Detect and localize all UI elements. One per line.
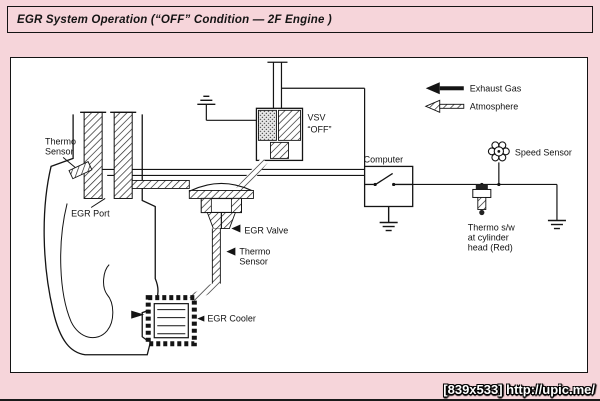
vsv-label-line2: “OFF” (308, 124, 332, 134)
ground-symbol-computer (379, 206, 398, 232)
scan-edge (0, 399, 600, 401)
diagram-panel: Exhaust Gas Atmosphere (10, 57, 588, 373)
egr-valve-text: EGR Valve (244, 226, 288, 236)
thermo-sensor-head-line2: Sensor (45, 146, 74, 156)
atmosphere-arrow-icon (424, 99, 465, 114)
title-bar: EGR System Operation (“OFF” Condition — … (7, 6, 593, 33)
vsv-label-line1: VSV (308, 112, 326, 122)
egr-cooler-arrow-icon (197, 315, 205, 322)
thermo-switch-line3: head (Red) (468, 243, 513, 253)
thermo-sensor-valve-line2: Sensor (239, 257, 268, 267)
watermark: [839x533] http://upic.me/ (443, 382, 595, 397)
thermo-sensor-head-label: Thermo Sensor (45, 136, 76, 168)
egr-port-label: EGR Port (71, 198, 110, 219)
ground-symbol-vsv (197, 95, 216, 106)
vsv-assembly: VSV “OFF” (236, 107, 332, 194)
thermo-switch-line2: at cylinder (468, 233, 509, 243)
thermo-sensor-valve-line1: Thermo (239, 247, 270, 257)
egr-cooler: EGR Cooler (145, 295, 256, 347)
egr-valve-arrow-icon (231, 224, 241, 233)
thermo-sensor-head-line1: Thermo (45, 136, 76, 146)
ground-symbol-right (547, 219, 566, 230)
exhaust-flow-arrow-icon (131, 310, 145, 319)
thermo-sensor-valve-label: Thermo Sensor (226, 247, 270, 267)
page-title: EGR System Operation (“OFF” Condition — … (17, 13, 332, 26)
egr-diagram: Exhaust Gas Atmosphere (43, 61, 572, 356)
exhaust-gas-arrow-icon (425, 82, 464, 95)
computer-text: Computer (364, 154, 404, 164)
computer-unit: Computer (364, 154, 414, 208)
thermo-switch-line1: Thermo s/w (468, 223, 516, 233)
egr-valve-assembly (185, 182, 254, 305)
thermo-sensor-valve-arrow-icon (226, 247, 236, 256)
legend-atmosphere-label: Atmosphere (470, 101, 519, 111)
speed-sensor-text: Speed Sensor (515, 147, 572, 157)
thermo-switch: Thermo s/w at cylinder head (Red) (468, 184, 516, 253)
speed-sensor: Speed Sensor (487, 141, 572, 162)
egr-port-text: EGR Port (71, 209, 110, 219)
legend-exhaust-label: Exhaust Gas (470, 83, 522, 93)
egr-valve-label: EGR Valve (231, 224, 288, 236)
egr-cooler-text: EGR Cooler (207, 314, 256, 324)
legend: Exhaust Gas Atmosphere (424, 82, 522, 114)
egr-pipe (131, 179, 190, 189)
thermo-sensor-head-part (68, 161, 93, 180)
